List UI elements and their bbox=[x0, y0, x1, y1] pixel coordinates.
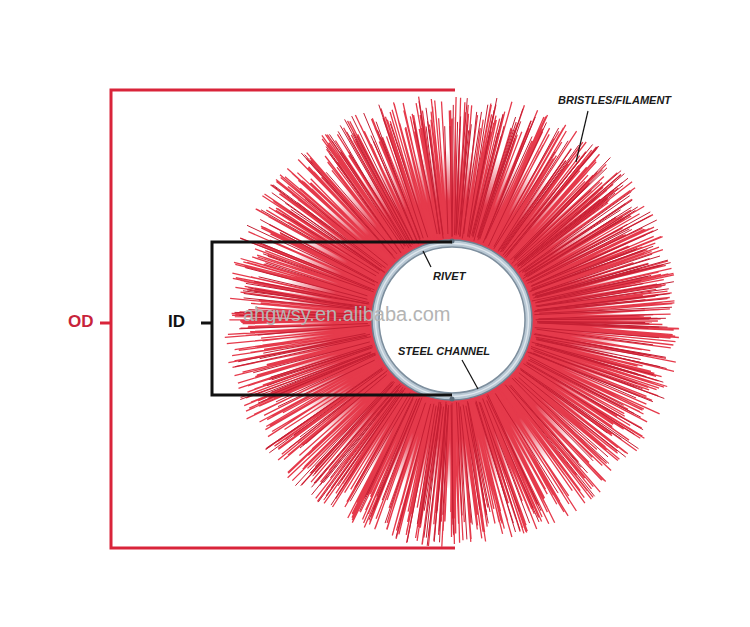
leader-line bbox=[462, 360, 478, 389]
dimension-label: ID bbox=[166, 312, 187, 332]
callout-label: STEEL CHANNEL bbox=[396, 345, 492, 358]
id-tick bbox=[201, 322, 212, 325]
dimension-label: OD bbox=[66, 312, 96, 332]
callout-label: BRISTLES/FILAMENT bbox=[556, 94, 673, 107]
callout-label: RIVET bbox=[431, 270, 467, 283]
bristles bbox=[225, 97, 679, 547]
watermark: ahgwsy.en.alibaba.com bbox=[243, 303, 451, 325]
od-tick bbox=[100, 322, 111, 325]
leader-line bbox=[423, 251, 431, 267]
bristle-shade bbox=[235, 98, 674, 546]
id-bracket bbox=[212, 242, 452, 395]
leader-line bbox=[576, 111, 588, 162]
rivet-dot bbox=[450, 397, 455, 402]
od-bracket bbox=[111, 90, 455, 548]
